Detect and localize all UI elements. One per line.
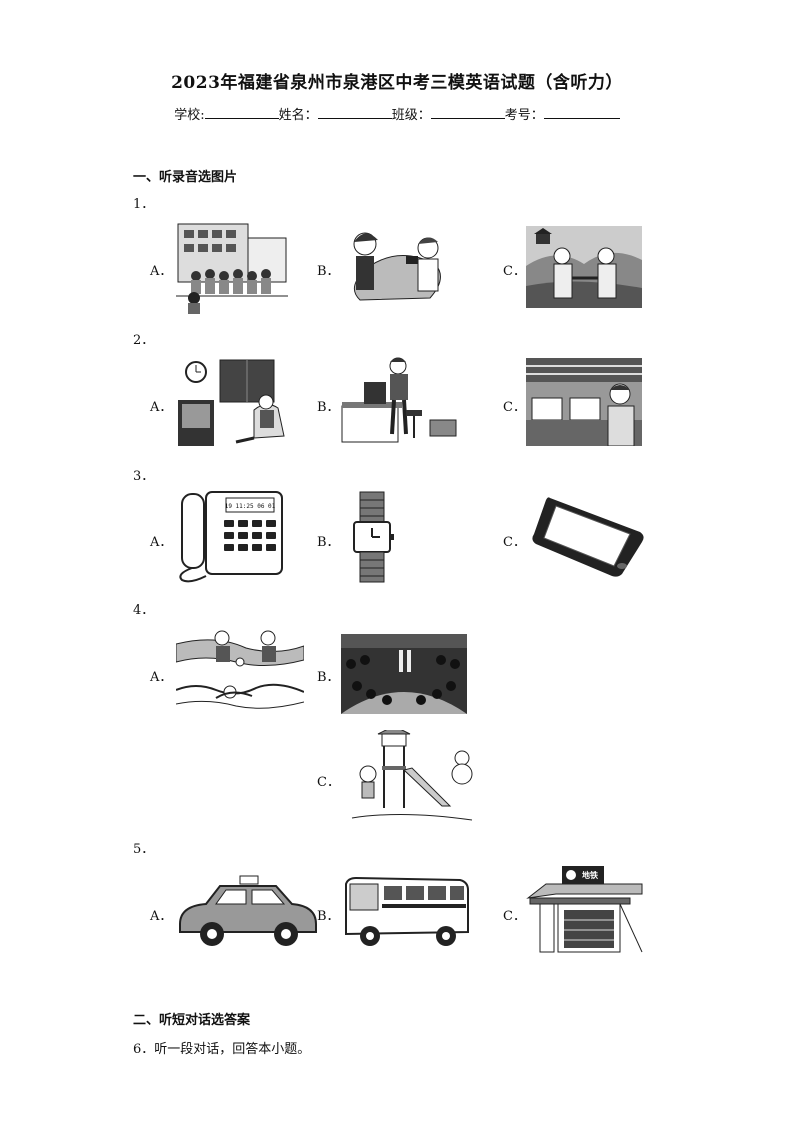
q2-option-c-label: C． <box>503 400 526 415</box>
q2-option-b-label: B． <box>317 400 340 415</box>
q3-option-c-label: C． <box>503 535 526 550</box>
question-2-number: 2． <box>133 333 155 348</box>
q4-option-a-image[interactable] <box>176 626 304 716</box>
q4-option-c-label: C． <box>317 775 340 790</box>
q3-option-b-label: B． <box>317 535 340 550</box>
student-info-line: 学校: 姓名： 班级： 考号： <box>0 104 794 123</box>
q5-option-c-image[interactable]: 地铁 <box>526 864 644 956</box>
class-blank <box>430 106 505 119</box>
section-1-heading: 一、听录音选图片 <box>133 170 238 185</box>
q1-option-c-label: C． <box>503 264 526 279</box>
q2-option-a-label: A． <box>150 400 173 415</box>
phone-display-text: 19 11:25 06 01 <box>225 503 276 510</box>
q4-option-b-label: B． <box>317 670 340 685</box>
q3-option-c-image[interactable] <box>530 492 646 578</box>
name-blank <box>317 106 392 119</box>
q1-option-a-label: A． <box>150 264 173 279</box>
q2-option-b-image[interactable] <box>340 354 464 448</box>
subway-sign-text: 地铁 <box>582 870 598 880</box>
q3-option-a-image[interactable]: 19 11:25 06 01 <box>172 488 286 584</box>
q5-option-a-label: A． <box>150 909 173 924</box>
q5-option-b-image[interactable] <box>342 876 470 948</box>
q5-option-c-label: C． <box>503 909 526 924</box>
section-2-heading: 二、听短对话选答案 <box>133 1013 251 1028</box>
q1-option-c-image[interactable] <box>526 226 642 308</box>
q5-option-a-image[interactable] <box>176 872 318 948</box>
q1-option-a-image[interactable] <box>176 218 288 314</box>
q5-option-b-label: B． <box>317 909 340 924</box>
q4-option-b-image[interactable] <box>341 634 467 714</box>
exam-no-label: 考号： <box>504 108 544 123</box>
q2-option-c-image[interactable] <box>526 358 642 446</box>
class-label: 班级： <box>391 108 431 123</box>
name-label: 姓名： <box>278 108 318 123</box>
school-blank <box>204 106 279 119</box>
q1-option-b-label: B． <box>317 264 340 279</box>
question-6-prompt: 6．听一段对话，回答本小题。 <box>133 1042 311 1057</box>
question-4-number: 4． <box>133 603 155 618</box>
q4-option-a-label: A． <box>150 670 173 685</box>
q3-option-a-label: A． <box>150 535 173 550</box>
question-5-number: 5． <box>133 842 155 857</box>
q4-option-c-image[interactable] <box>342 730 478 826</box>
q1-option-b-image[interactable] <box>340 226 454 308</box>
question-1-number: 1． <box>133 197 155 212</box>
exam-no-blank <box>543 106 620 119</box>
page-title: 2023年福建省泉州市泉港区中考三模英语试题（含听力） <box>171 73 623 93</box>
school-label: 学校: <box>174 108 205 123</box>
question-3-number: 3． <box>133 469 155 484</box>
q2-option-a-image[interactable] <box>176 358 296 448</box>
q3-option-b-image[interactable] <box>350 490 398 584</box>
